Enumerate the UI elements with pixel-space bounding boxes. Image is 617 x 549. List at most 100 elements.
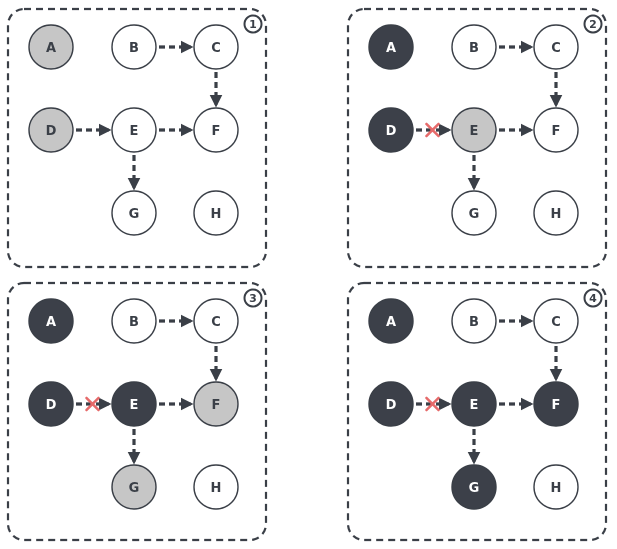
- node-circle: [111, 298, 157, 344]
- node-circle: [111, 190, 157, 236]
- removed-edge-cross-icon: [85, 396, 100, 412]
- node-label: F: [552, 124, 561, 139]
- node-c: C: [533, 298, 579, 344]
- node-circle: [368, 107, 414, 153]
- step-badge-circle: [583, 288, 603, 308]
- panel-step-1: 1A B C D E F G H: [6, 7, 268, 269]
- node-f: F: [193, 107, 239, 153]
- step-badge: 3: [243, 288, 263, 308]
- node-d: D: [28, 107, 74, 153]
- node-g: G: [111, 464, 157, 510]
- node-label: H: [551, 207, 562, 222]
- node-circle: [451, 298, 497, 344]
- cross-stroke: [85, 396, 100, 412]
- node-circle: [533, 381, 579, 427]
- node-label: C: [211, 315, 221, 330]
- node-label: E: [470, 398, 479, 413]
- node-b: B: [451, 298, 497, 344]
- node-h: H: [533, 190, 579, 236]
- node-f: F: [533, 107, 579, 153]
- node-label: D: [46, 398, 57, 413]
- node-e: E: [111, 107, 157, 153]
- step-badge: 1: [243, 14, 263, 34]
- panel-frame: [6, 281, 268, 542]
- node-label: F: [552, 398, 561, 413]
- node-g: G: [111, 190, 157, 236]
- node-e: E: [451, 107, 497, 153]
- node-c: C: [193, 298, 239, 344]
- node-b: B: [111, 24, 157, 70]
- node-circle: [533, 464, 579, 510]
- node-label: F: [212, 398, 221, 413]
- node-circle: [368, 24, 414, 70]
- panel-frame: [346, 7, 608, 269]
- node-circle: [193, 464, 239, 510]
- node-a: A: [368, 24, 414, 70]
- step-number: 4: [589, 292, 597, 305]
- step-number: 2: [589, 18, 597, 31]
- cross-stroke: [425, 122, 440, 138]
- node-circle: [193, 298, 239, 344]
- node-circle: [533, 190, 579, 236]
- node-h: H: [193, 190, 239, 236]
- node-e: E: [451, 381, 497, 427]
- node-circle: [28, 107, 74, 153]
- node-label: A: [386, 41, 396, 56]
- node-d: D: [368, 107, 414, 153]
- node-circle: [28, 298, 74, 344]
- node-g: G: [451, 464, 497, 510]
- node-label: C: [551, 315, 561, 330]
- node-d: D: [28, 381, 74, 427]
- node-a: A: [28, 24, 74, 70]
- node-label: H: [211, 207, 222, 222]
- node-circle: [368, 381, 414, 427]
- removed-edge-cross-icon: [425, 396, 440, 412]
- node-d: D: [368, 381, 414, 427]
- node-circle: [451, 190, 497, 236]
- panel-frame: [6, 7, 268, 269]
- node-label: H: [551, 481, 562, 496]
- node-circle: [533, 107, 579, 153]
- node-label: G: [469, 481, 480, 496]
- node-circle: [111, 381, 157, 427]
- node-e: E: [111, 381, 157, 427]
- node-label: F: [212, 124, 221, 139]
- node-label: D: [46, 124, 57, 139]
- node-circle: [28, 381, 74, 427]
- node-label: H: [211, 481, 222, 496]
- step-badge-circle: [243, 288, 263, 308]
- node-b: B: [451, 24, 497, 70]
- node-circle: [451, 24, 497, 70]
- node-label: E: [130, 124, 139, 139]
- step-badge: 2: [583, 14, 603, 34]
- node-circle: [111, 107, 157, 153]
- node-circle: [28, 24, 74, 70]
- node-label: C: [551, 41, 561, 56]
- node-label: A: [386, 315, 396, 330]
- node-c: C: [193, 24, 239, 70]
- node-label: A: [46, 41, 56, 56]
- node-circle: [368, 298, 414, 344]
- node-circle: [193, 381, 239, 427]
- step-number: 3: [249, 292, 257, 305]
- node-f: F: [193, 381, 239, 427]
- node-h: H: [533, 464, 579, 510]
- node-circle: [193, 24, 239, 70]
- node-a: A: [368, 298, 414, 344]
- node-circle: [533, 298, 579, 344]
- node-circle: [451, 464, 497, 510]
- node-label: D: [386, 398, 397, 413]
- node-label: D: [386, 124, 397, 139]
- node-f: F: [533, 381, 579, 427]
- step-badge-circle: [583, 14, 603, 34]
- step-badge: 4: [583, 288, 603, 308]
- node-circle: [451, 107, 497, 153]
- node-h: H: [193, 464, 239, 510]
- node-b: B: [111, 298, 157, 344]
- node-label: B: [469, 315, 479, 330]
- node-label: B: [129, 41, 139, 56]
- panel-frame: [346, 281, 608, 542]
